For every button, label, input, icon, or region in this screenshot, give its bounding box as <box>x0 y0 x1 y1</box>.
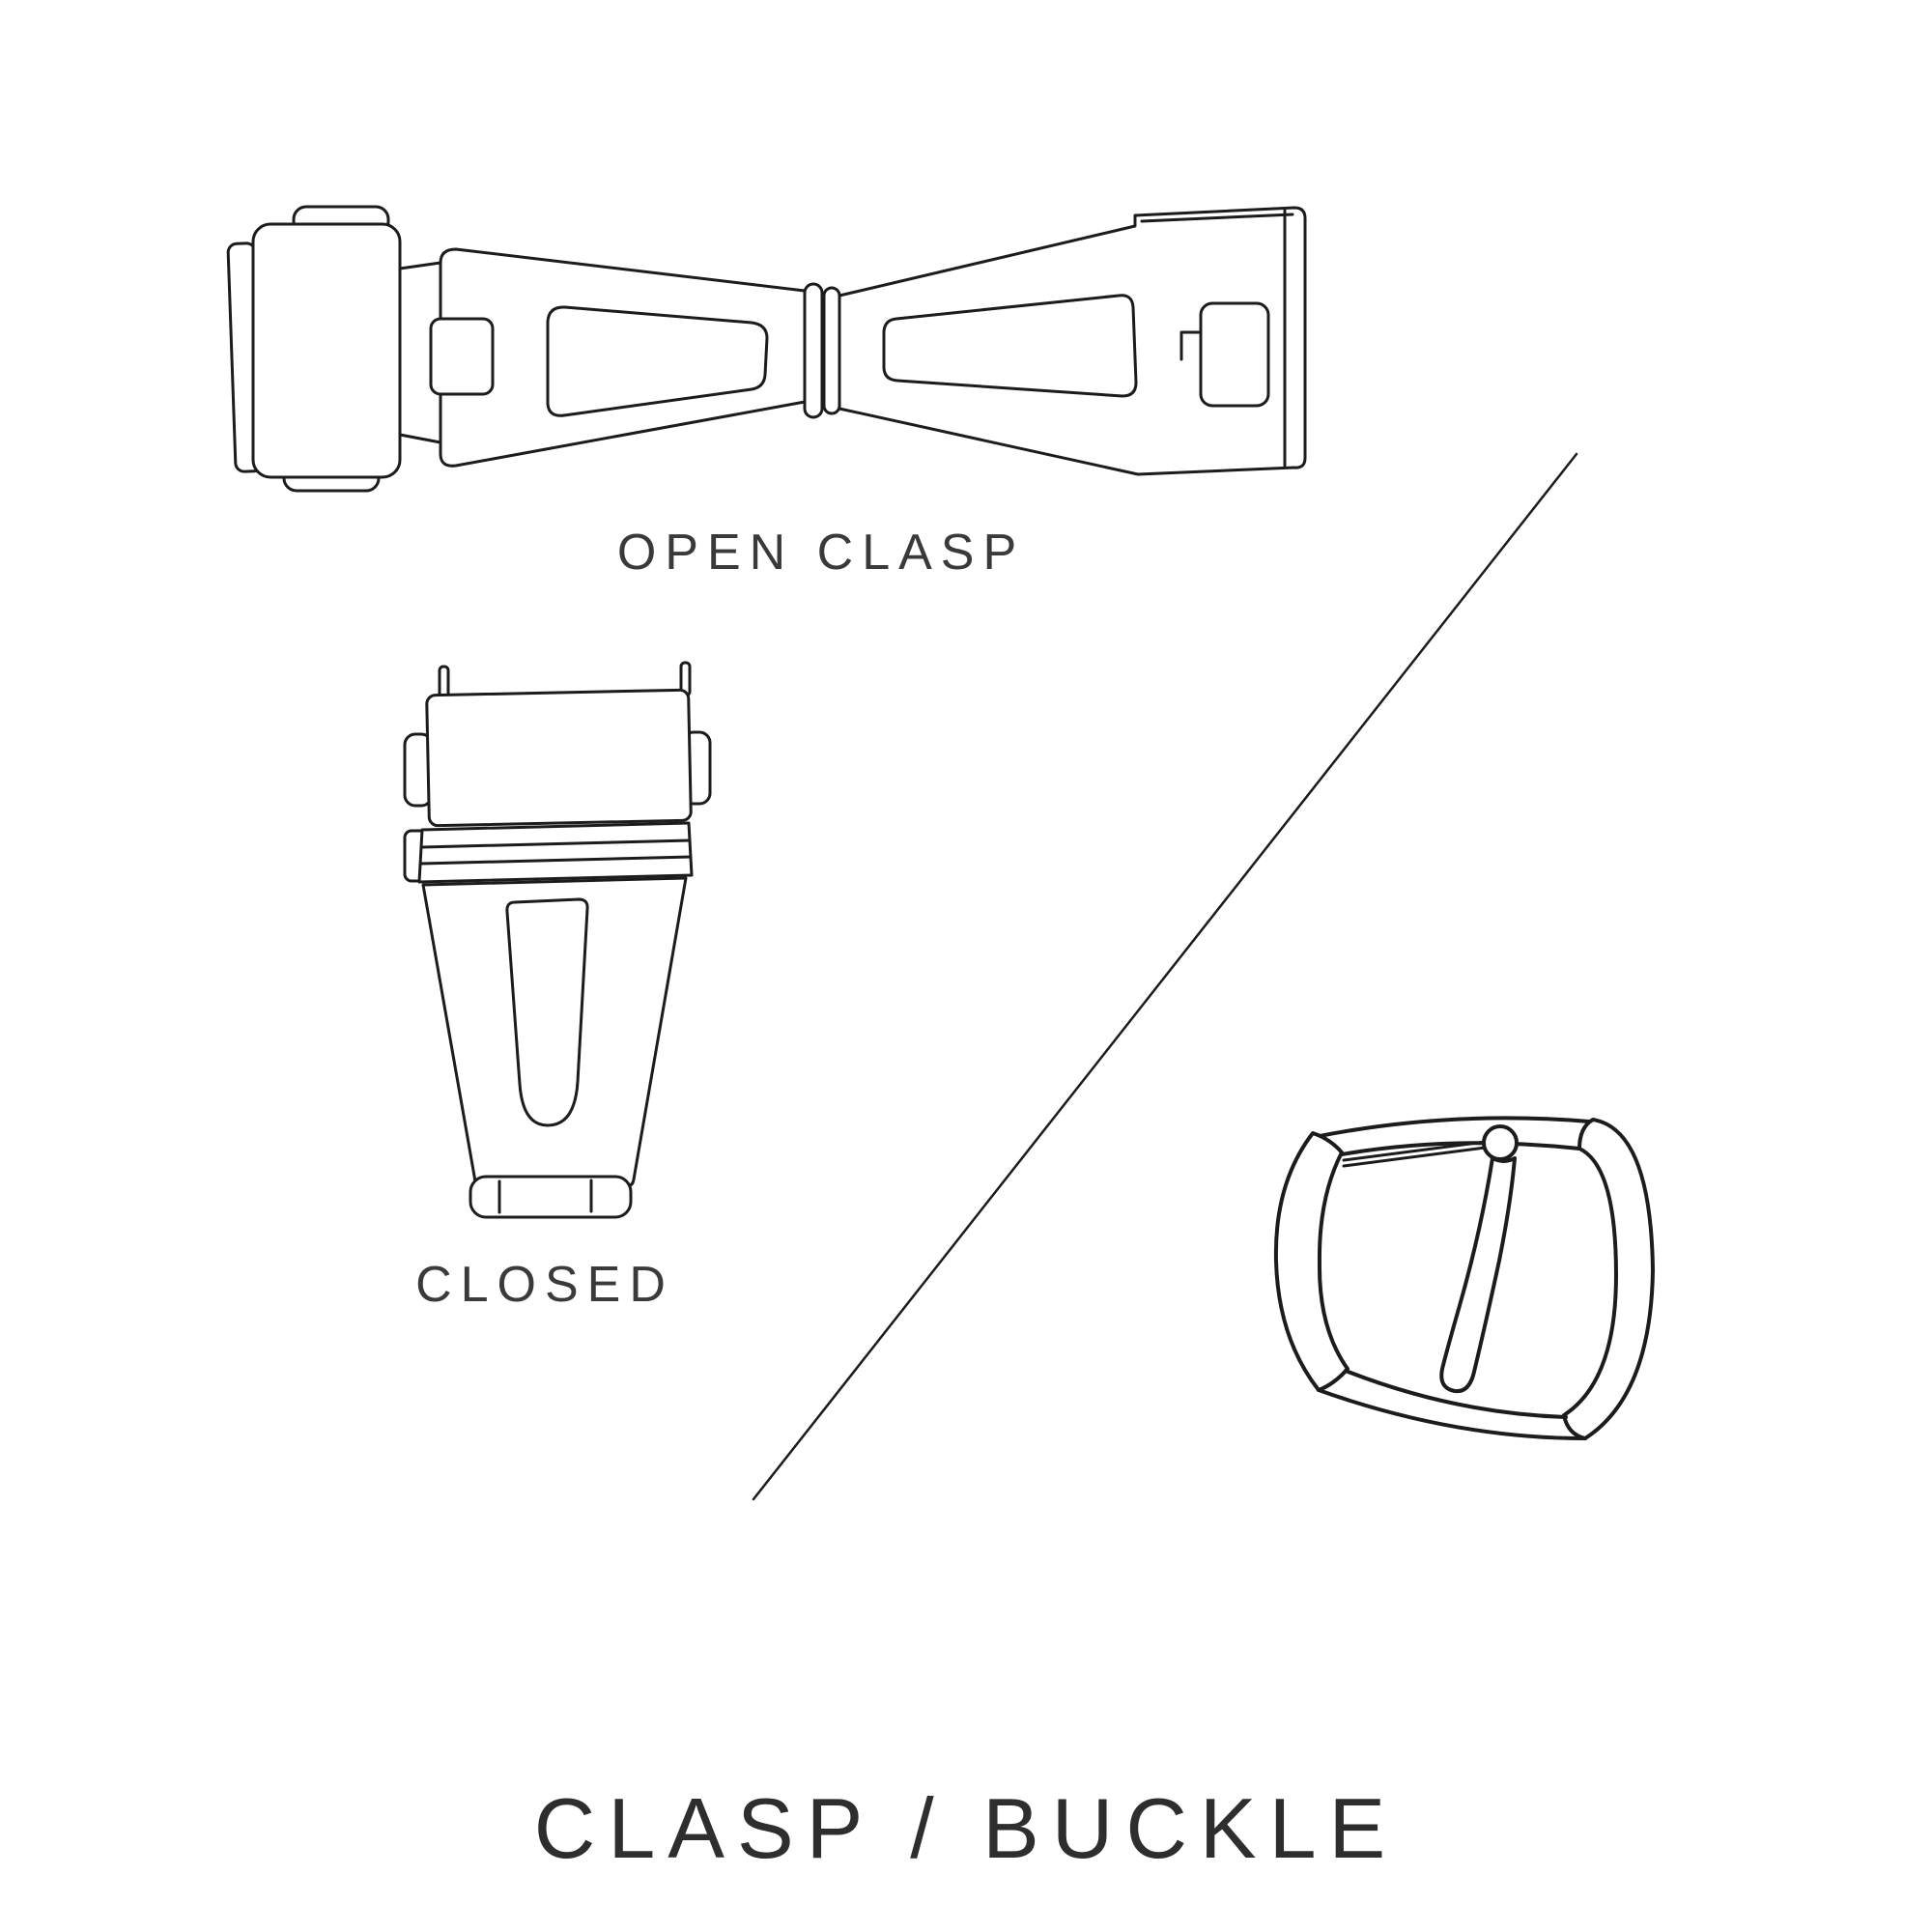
closed-clasp-body-inner-outline <box>505 897 589 1127</box>
open-clasp-top-edge-line <box>1140 213 1294 223</box>
closed-clasp-label: CLOSED <box>415 1257 674 1313</box>
open-clasp-left-blade-inner-outline <box>546 305 769 417</box>
buckle-spring-bar-line-2 <box>1342 1145 1494 1168</box>
divider-line <box>752 452 1578 1501</box>
open-clasp-catch-hook <box>1179 330 1203 361</box>
open-clasp-illustration <box>226 205 1307 493</box>
open-clasp-left-blade <box>439 247 807 468</box>
closed-clasp-band-line-2 <box>419 855 693 866</box>
open-clasp-hinge-bar-2 <box>822 286 841 415</box>
open-clasp-connector-line-bottom <box>398 433 442 444</box>
open-clasp-label: OPEN CLASP <box>616 525 1026 581</box>
buckle-bottom-bar-outer <box>1317 1388 1587 1440</box>
open-clasp-release-slot <box>429 317 495 396</box>
buckle-illustration <box>1273 1116 1655 1440</box>
buckle-top-bar-inner <box>1340 1141 1581 1156</box>
open-clasp-hinge-bar-1 <box>803 282 824 419</box>
buckle-pin <box>1439 1156 1517 1394</box>
page-title: CLASP / BUCKLE <box>533 1780 1399 1876</box>
buckle-right-band <box>1562 1118 1655 1440</box>
buckle-spring-bar-line-1 <box>1342 1139 1494 1162</box>
closed-clasp-band <box>417 821 694 884</box>
closed-clasp-body <box>421 876 688 1190</box>
closed-clasp-top-block <box>425 688 693 828</box>
closed-clasp-illustration <box>403 661 712 1219</box>
buckle-pin-loop <box>1482 1124 1519 1161</box>
closed-clasp-bottom-cap <box>469 1175 633 1219</box>
buckle-bottom-bar-inner <box>1344 1369 1568 1419</box>
open-clasp-connector-line-top <box>398 261 442 270</box>
open-clasp-fold-block <box>251 222 402 479</box>
open-clasp-catch <box>1199 301 1270 408</box>
closed-clasp-band-line-1 <box>420 838 692 849</box>
open-clasp-right-blade-inner-outline <box>882 294 1138 398</box>
buckle-top-bar-outer <box>1313 1116 1591 1139</box>
buckle-left-band <box>1273 1131 1350 1392</box>
open-clasp-right-blade <box>838 206 1307 476</box>
